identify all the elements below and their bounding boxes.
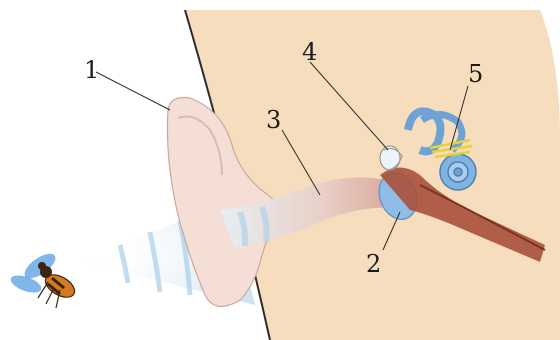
- bee-icon: [9, 249, 79, 308]
- label-5: 5: [468, 62, 483, 86]
- ossicles: [380, 146, 400, 170]
- label-1: 1: [84, 58, 99, 82]
- label-3: 3: [266, 108, 281, 132]
- label-4: 4: [302, 40, 317, 64]
- label-2: 2: [366, 252, 381, 276]
